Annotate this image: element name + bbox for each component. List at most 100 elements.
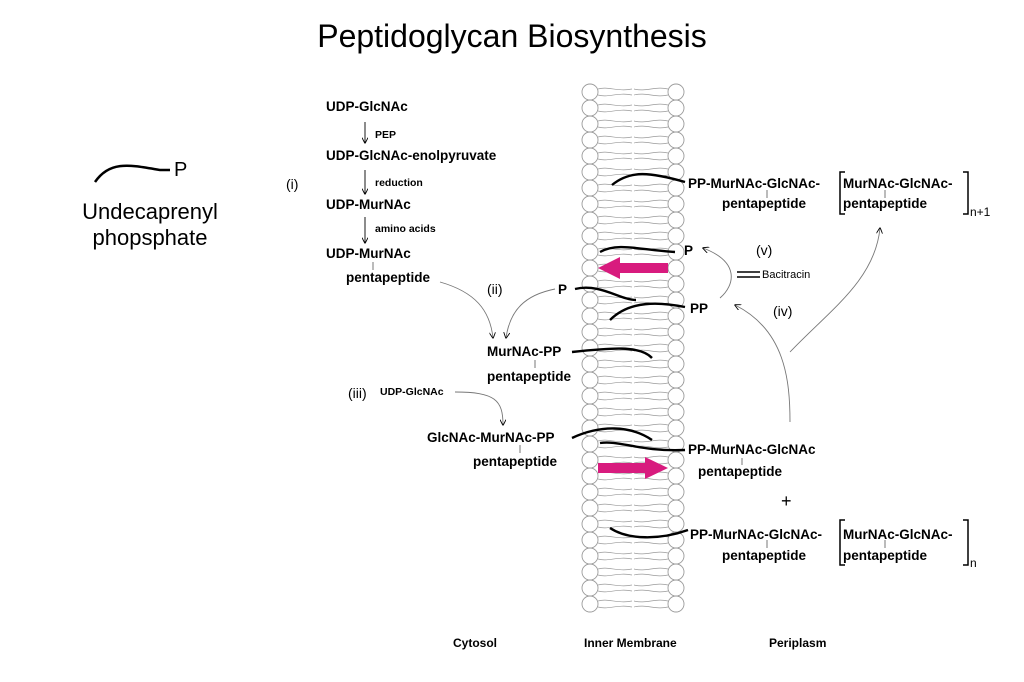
step-iv-label: (iv) — [773, 303, 793, 319]
lipid-tails — [597, 375, 669, 385]
periplasm-top-bracket-line1: MurNAc-GlcNAc- — [843, 176, 953, 191]
p-carrier-label: P — [558, 282, 568, 297]
lipid-tails — [597, 183, 669, 193]
legend-name-line1: Undecaprenyl — [82, 199, 218, 224]
lipid-tails — [597, 327, 669, 337]
lipid-headgroup — [581, 563, 599, 581]
lipid-headgroup — [667, 131, 685, 149]
lipid-headgroup — [581, 355, 599, 373]
lipid-tails — [597, 215, 669, 225]
lipid-tails — [597, 423, 669, 433]
lipid-tails — [597, 535, 669, 545]
lipid-tails — [597, 87, 669, 97]
compound-enolpyruvate: UDP-GlcNAc-enolpyruvate — [326, 148, 497, 163]
step-v-label: (v) — [756, 242, 773, 258]
lipid-ii-line1: GlcNAc-MurNAc-PP — [427, 430, 555, 445]
pp-label: PP — [690, 301, 709, 316]
udp-glcnac-donor: UDP-GlcNAc — [380, 386, 444, 398]
bacitracin-label: Bacitracin — [762, 269, 811, 281]
lipid-headgroup — [581, 403, 599, 421]
flip-arrow-left — [598, 257, 668, 279]
periplasm-bottom-line1: PP-MurNAc-GlcNAc- — [690, 527, 823, 542]
flip-arrow-right — [598, 457, 668, 479]
lipid-tails — [597, 199, 669, 209]
lipid-headgroup — [581, 531, 599, 549]
lipid-headgroup — [581, 467, 599, 485]
periplasm-bottom-line2: pentapeptide — [722, 548, 807, 563]
reagent-amino-acids: amino acids — [375, 223, 436, 235]
lipid-headgroup — [667, 83, 685, 101]
lipid-tails — [597, 359, 669, 369]
periplasm-bottom-bracket-line2: pentapeptide — [843, 548, 928, 563]
lipid-headgroup — [581, 99, 599, 117]
lipid-headgroup — [667, 499, 685, 517]
lipid-tails — [597, 295, 669, 305]
polymer-brackets — [839, 171, 969, 566]
lipid-headgroup — [581, 483, 599, 501]
lipid-headgroup — [581, 131, 599, 149]
step-i-label: (i) — [286, 176, 299, 192]
lipid-tails — [597, 135, 669, 145]
lipid-headgroup — [667, 179, 685, 197]
lipid-headgroup — [667, 115, 685, 133]
lipid-i-line1: MurNAc-PP — [487, 344, 562, 359]
periplasm-top-subscript: n+1 — [970, 205, 991, 219]
lipid-headgroup — [667, 307, 685, 325]
lipid-headgroup — [667, 339, 685, 357]
lipid-tails — [597, 279, 669, 289]
reagent-pep: PEP — [375, 129, 397, 141]
lipid-headgroup — [667, 451, 685, 469]
lipid-headgroup — [667, 99, 685, 117]
compound-udp-murnac-2: UDP-MurNAc — [326, 246, 411, 261]
lipid-tails — [597, 391, 669, 401]
lipid-tails — [597, 231, 669, 241]
lipid-headgroup — [581, 147, 599, 165]
flippase-arrows — [598, 257, 668, 479]
released-p-label: P — [684, 243, 694, 258]
lipid-headgroup — [581, 579, 599, 597]
periplasm-mid-line2: pentapeptide — [698, 464, 783, 479]
lipid-headgroup — [581, 515, 599, 533]
periplasm-top-bracket-line2: pentapeptide — [843, 196, 928, 211]
lipid-tails — [597, 103, 669, 113]
lipid-tails — [597, 311, 669, 321]
lipid-headgroup — [667, 387, 685, 405]
lipid-tails — [597, 455, 669, 465]
lipid-tails — [597, 439, 669, 449]
lipid-tails — [597, 407, 669, 417]
page-title: Peptidoglycan Biosynthesis — [317, 18, 707, 54]
lipid-headgroup — [581, 339, 599, 357]
lipid-carrier-chains — [571, 172, 689, 539]
lipid-headgroup — [581, 547, 599, 565]
lipid-headgroup — [667, 419, 685, 437]
reagent-reduction: reduction — [375, 177, 423, 189]
lipid-headgroup — [667, 147, 685, 165]
lipid-headgroup — [581, 595, 599, 613]
lipid-headgroup — [581, 243, 599, 261]
lipid-tails — [597, 599, 669, 609]
lipid-headgroup — [581, 451, 599, 469]
periplasm-bottom-subscript: n — [970, 556, 977, 570]
legend-name-line2: phopsphate — [92, 225, 208, 250]
lipid-tails — [597, 487, 669, 497]
lipid-headgroup — [581, 499, 599, 517]
lipid-headgroup — [581, 259, 599, 277]
lipid-tails — [597, 471, 669, 481]
lipid-ii-line2: pentapeptide — [473, 454, 558, 469]
lipid-headgroup — [667, 595, 685, 613]
lipid-headgroup — [667, 563, 685, 581]
compound-udp-murnac: UDP-MurNAc — [326, 197, 411, 212]
periplasm-top-line2: pentapeptide — [722, 196, 807, 211]
compound-udp-glcnac: UDP-GlcNAc — [326, 99, 408, 114]
lipid-headgroup — [667, 195, 685, 213]
lipid-tails — [597, 167, 669, 177]
lipid-headgroup — [581, 435, 599, 453]
lipid-headgroup — [581, 179, 599, 197]
lipid-tails — [597, 503, 669, 513]
lipid-headgroup — [581, 323, 599, 341]
lipid-headgroup — [581, 83, 599, 101]
lipid-headgroup — [667, 371, 685, 389]
compound-pentapeptide: pentapeptide — [346, 270, 431, 285]
lipid-headgroup — [581, 291, 599, 309]
